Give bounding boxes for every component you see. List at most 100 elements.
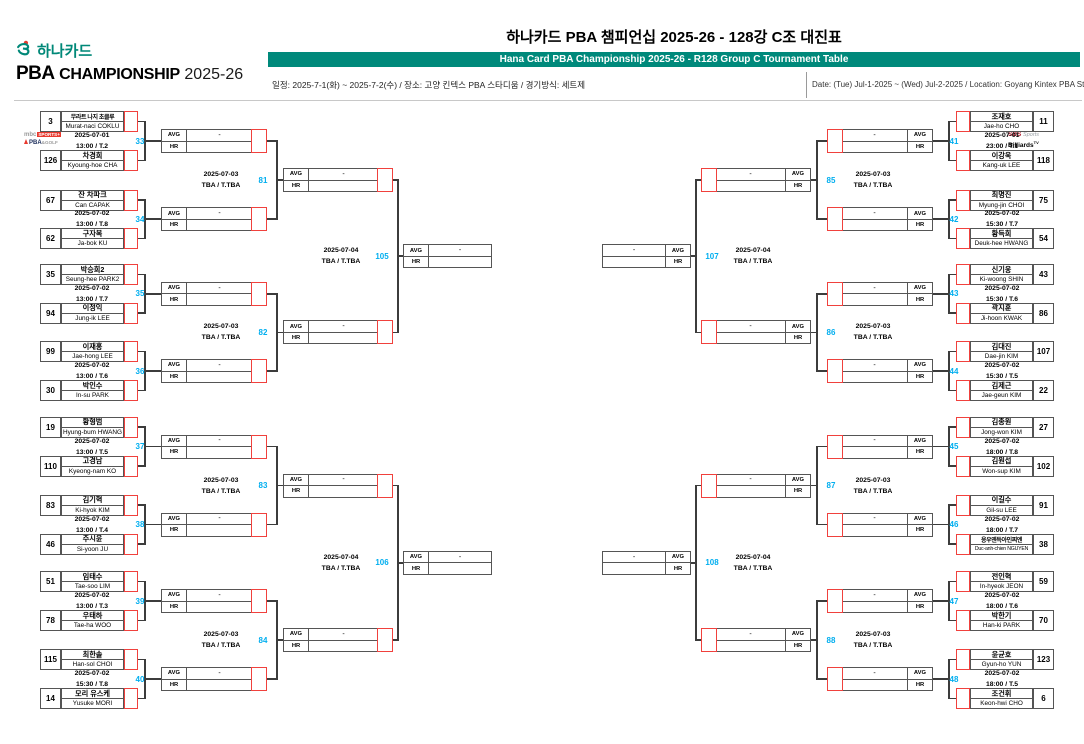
seed-cell: 75 <box>1033 189 1054 211</box>
score-cell <box>251 129 267 153</box>
connector-line <box>276 600 278 680</box>
mbc-logo-text: mbc <box>24 132 37 138</box>
hr-label: HR <box>793 335 803 342</box>
hr-value <box>842 372 907 383</box>
player-name-kr: 이정익 <box>62 304 123 314</box>
stats-value-column: - <box>842 436 907 458</box>
score-cell <box>124 150 138 171</box>
connector-line <box>949 504 956 506</box>
player-name-kr: 박인수 <box>62 381 123 391</box>
avg-value: - <box>187 208 252 220</box>
connector-line <box>817 445 827 448</box>
player-name-kr: 박한기 <box>971 611 1032 621</box>
connector-line <box>276 292 278 372</box>
score-cell <box>956 688 970 709</box>
hr-value <box>187 447 252 458</box>
hr-label: HR <box>915 222 925 228</box>
seed-cell: 94 <box>40 302 61 324</box>
match-date: 2025-07-02 <box>984 592 1020 599</box>
avg-value: - <box>187 668 252 680</box>
hr-label: HR <box>915 681 925 688</box>
match-number: 81 <box>258 175 268 185</box>
connector-line <box>144 580 146 622</box>
seed-cell: 123 <box>1033 649 1054 670</box>
hr-label: HR <box>291 182 301 189</box>
player-name-kr: 잔 차파크 <box>62 191 123 201</box>
connector-line <box>138 350 145 353</box>
connector-line <box>145 523 161 526</box>
connector-line <box>138 120 145 123</box>
avg-value: - <box>716 321 785 333</box>
stats-value-column: - <box>603 245 665 267</box>
avg-value: - <box>429 552 491 564</box>
avg-label: AVG <box>908 283 932 295</box>
page-title: 하나카드 PBA 챔피언십 2025-26 - 128강 C조 대진표 <box>506 29 842 46</box>
billiards-tv-sup: TV <box>1033 140 1039 145</box>
match-date: 2025-07-03 <box>203 171 239 179</box>
match-number: 108 <box>705 558 719 568</box>
avg-label: AVG <box>162 590 186 602</box>
match-date: 2025-07-04 <box>323 247 359 255</box>
score-cell <box>124 494 138 516</box>
match-date: 2025-07-02 <box>984 284 1020 292</box>
score-cell <box>827 667 843 691</box>
score-cell <box>377 320 393 345</box>
connector-line <box>393 331 398 334</box>
hr-value <box>842 602 907 613</box>
hana-symbol-icon <box>17 40 30 56</box>
connector-line <box>393 639 398 641</box>
connector-line <box>949 237 956 240</box>
player-name-kr: 윤균호 <box>971 650 1032 660</box>
stats-value-column: - <box>187 436 252 458</box>
connector-line <box>949 426 956 428</box>
stats-value-column: - <box>716 629 785 651</box>
seed-cell: 86 <box>1033 302 1054 324</box>
score-cell <box>124 264 138 285</box>
avg-label: AVG <box>786 475 810 486</box>
avg-label: AVG <box>908 590 932 602</box>
player-name-en: Myung-jin CHOI <box>978 201 1025 209</box>
score-cell <box>251 359 267 383</box>
match-number: 44 <box>949 366 959 376</box>
connector-line <box>949 658 956 661</box>
connector-line <box>138 273 145 276</box>
hr-value <box>187 372 252 383</box>
match-time: TBA / T.TBA <box>321 564 361 572</box>
connector-line <box>949 697 956 700</box>
logo-season-text: 2025-26 <box>184 66 244 83</box>
connector-line <box>933 292 949 295</box>
match-number: 83 <box>258 481 268 490</box>
hr-value <box>716 181 785 192</box>
hr-label: HR <box>915 373 925 380</box>
score-cell <box>251 207 267 232</box>
connector-line <box>145 678 161 680</box>
match-number: 107 <box>705 251 719 261</box>
player-name-kr: 고경남 <box>62 457 123 467</box>
match-date: 2025-07-02 <box>74 284 110 292</box>
player-name-en: Keon-hwi CHO <box>980 700 1023 707</box>
seed-cell: 6 <box>1033 688 1054 709</box>
pba-logo-text: PBA <box>29 140 42 146</box>
connector-line <box>138 159 145 162</box>
score-cell <box>956 228 970 249</box>
avg-value: - <box>842 514 907 525</box>
